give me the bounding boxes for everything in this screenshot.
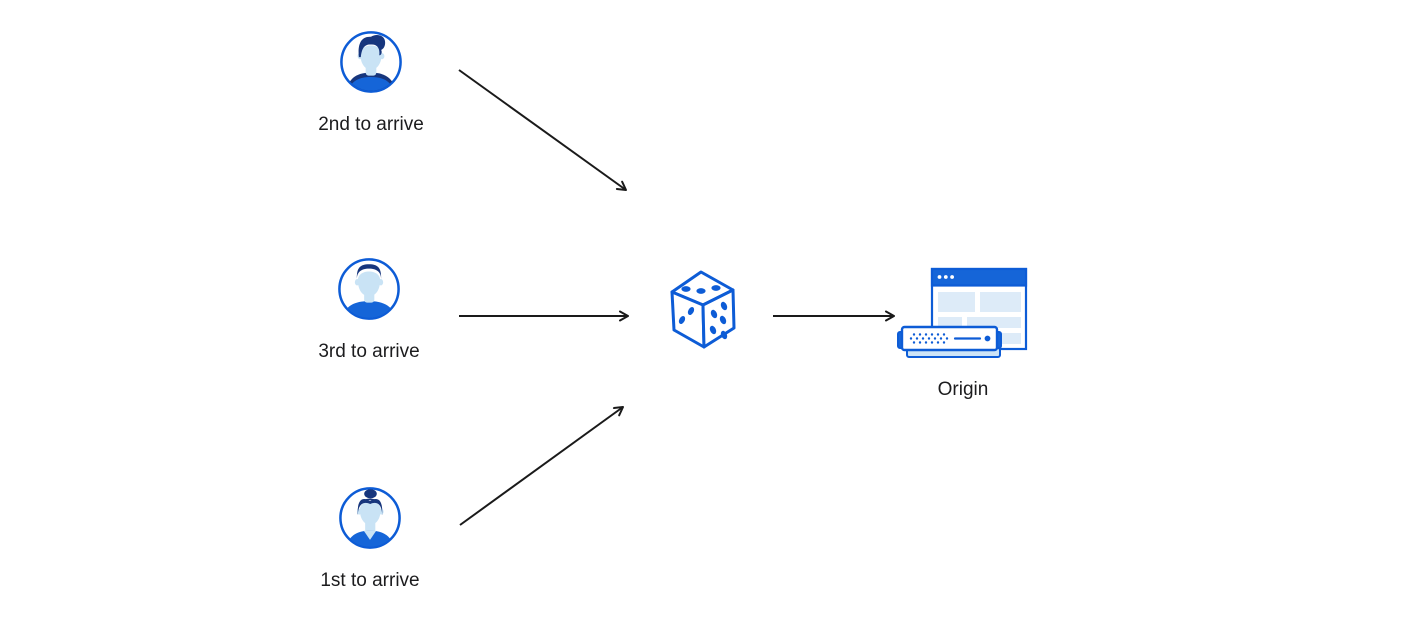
origin-server-browser-icon: [897, 267, 1028, 358]
arrow-visitor-second-to-dice: [458, 69, 627, 191]
node-visitor-second: 2nd to arrive: [318, 30, 424, 135]
visitor-first-label: 1st to arrive: [320, 570, 420, 591]
user-avatar-woman-bun-icon: [339, 487, 401, 549]
dice-icon: [670, 270, 736, 349]
user-avatar-man-swept-hair-icon: [340, 31, 402, 93]
server-dot-pattern: [909, 333, 949, 344]
visitor-second-label: 2nd to arrive: [318, 114, 424, 135]
arrow-visitor-first-to-dice: [459, 406, 624, 526]
node-randomizer: [668, 268, 746, 359]
node-visitor-third: 3rd to arrive: [318, 257, 420, 362]
node-visitor-first: 1st to arrive: [320, 486, 420, 591]
user-avatar-man-short-hair-icon: [338, 258, 400, 320]
visitor-third-label: 3rd to arrive: [318, 341, 420, 362]
origin-label: Origin: [937, 379, 989, 400]
node-origin: Origin: [895, 262, 1030, 400]
